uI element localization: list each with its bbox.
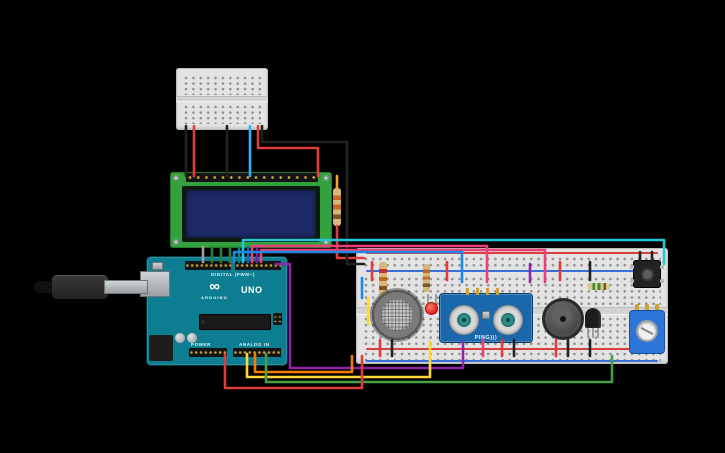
gas-sensor-mesh bbox=[381, 299, 413, 331]
lcd-mount-hole bbox=[323, 239, 329, 245]
usb-plug bbox=[52, 275, 108, 299]
transducer-dot bbox=[462, 318, 466, 322]
breadboard-top-rail-negative bbox=[366, 270, 658, 272]
led-leg bbox=[427, 294, 429, 304]
wire-17[interactable] bbox=[259, 248, 547, 284]
arduino-uno[interactable]: DIGITAL (PWM~) ∞ ARDUINO UNO POWER ANALO… bbox=[140, 257, 287, 365]
arduino-model-label: UNO bbox=[241, 285, 263, 295]
usb-cable[interactable] bbox=[34, 272, 150, 302]
wire-18[interactable] bbox=[232, 250, 464, 284]
resistor-lcd-contrast[interactable] bbox=[333, 188, 341, 226]
arduino-analog-header[interactable] bbox=[233, 348, 281, 357]
potentiometer[interactable] bbox=[629, 304, 665, 358]
mini-breadboard-holes-top bbox=[183, 75, 261, 95]
arduino-power-jack bbox=[149, 335, 173, 361]
potentiometer-pin bbox=[655, 304, 659, 311]
potentiometer-slot bbox=[640, 326, 654, 336]
arduino-brand-label: ARDUINO bbox=[201, 295, 229, 300]
arduino-capacitor bbox=[175, 333, 185, 343]
wire-23[interactable] bbox=[264, 352, 614, 384]
arduino-icsp-header bbox=[273, 313, 282, 325]
mini-breadboard-holes-bottom bbox=[183, 104, 261, 124]
breadboard-top-rail-positive bbox=[366, 252, 658, 254]
arduino-power-label: POWER bbox=[191, 342, 212, 347]
arduino-reset-button[interactable] bbox=[152, 262, 163, 270]
pushbutton[interactable] bbox=[630, 260, 664, 288]
wire-5[interactable] bbox=[335, 224, 366, 260]
arduino-analog-label: ANALOG IN bbox=[239, 342, 270, 347]
lcd-pin-header bbox=[186, 173, 318, 182]
potentiometer-pin bbox=[635, 304, 639, 311]
lcd-mount-hole bbox=[173, 175, 179, 181]
mini-breadboard[interactable] bbox=[176, 68, 268, 130]
gas-sensor[interactable] bbox=[372, 290, 422, 340]
lcd-bezel bbox=[182, 186, 320, 242]
infinity-logo-icon: ∞ bbox=[209, 278, 220, 295]
potentiometer-knob[interactable] bbox=[636, 320, 658, 342]
pushbutton-cap[interactable] bbox=[640, 267, 654, 281]
tmp36-leg bbox=[597, 328, 599, 338]
transducer-dot bbox=[506, 318, 510, 322]
tmp36-leg bbox=[587, 328, 589, 338]
breadboard-top-rail-holes bbox=[363, 256, 661, 268]
breadboard-bottom-rail-holes bbox=[363, 351, 661, 362]
resistor-gas-sensor[interactable] bbox=[379, 262, 387, 296]
potentiometer-body bbox=[629, 310, 665, 354]
lcd-display[interactable] bbox=[170, 172, 332, 248]
ultrasonic-label: PING))) bbox=[474, 335, 498, 341]
tmp36-leg bbox=[592, 328, 594, 338]
ultrasonic-pins bbox=[466, 288, 506, 295]
arduino-digital-header-2[interactable] bbox=[235, 261, 281, 270]
pushbutton-leg bbox=[660, 265, 664, 269]
resistor-temp-sensor[interactable] bbox=[588, 283, 610, 290]
mini-breadboard-channel bbox=[176, 96, 268, 102]
breadboard-bottom-rail-negative bbox=[366, 360, 658, 362]
lcd-screen bbox=[186, 190, 316, 238]
arduino-capacitor bbox=[187, 333, 197, 343]
wire-7[interactable] bbox=[260, 124, 366, 266]
led-red[interactable] bbox=[424, 294, 440, 316]
ultrasonic-transmitter bbox=[449, 305, 479, 335]
potentiometer-pin bbox=[645, 304, 649, 311]
pushbutton-leg bbox=[660, 279, 664, 283]
arduino-power-header[interactable] bbox=[189, 348, 227, 357]
wire-20[interactable] bbox=[274, 262, 465, 370]
tmp36-body bbox=[585, 308, 601, 328]
wire-16[interactable] bbox=[250, 244, 489, 284]
pushbutton-leg bbox=[630, 279, 634, 283]
breadboard-bottom-rail-positive bbox=[366, 348, 658, 350]
led-leg bbox=[435, 294, 437, 304]
ultrasonic-oscillator bbox=[482, 311, 490, 319]
chip-notch bbox=[201, 320, 205, 324]
wire-24[interactable] bbox=[223, 352, 364, 390]
atmega-chip bbox=[199, 314, 271, 330]
lcd-mount-hole bbox=[173, 239, 179, 245]
arduino-digital-header[interactable] bbox=[185, 261, 231, 270]
arduino-digital-label: DIGITAL (PWM~) bbox=[211, 272, 255, 277]
arduino-logo: ∞ ARDUINO bbox=[201, 278, 229, 300]
lcd-mount-hole bbox=[323, 175, 329, 181]
ultrasonic-receiver bbox=[493, 305, 523, 335]
usb-connector bbox=[104, 280, 148, 294]
temperature-sensor[interactable] bbox=[584, 308, 602, 342]
buzzer-hole bbox=[560, 316, 566, 322]
piezo-buzzer[interactable] bbox=[542, 298, 584, 340]
wire-4[interactable] bbox=[256, 124, 320, 178]
ultrasonic-sensor[interactable]: PING))) bbox=[440, 288, 532, 342]
wire-22[interactable] bbox=[245, 340, 432, 379]
pushbutton-leg bbox=[630, 265, 634, 269]
resistor-led[interactable] bbox=[423, 264, 430, 292]
led-body bbox=[425, 302, 438, 315]
wire-21[interactable] bbox=[253, 352, 354, 374]
